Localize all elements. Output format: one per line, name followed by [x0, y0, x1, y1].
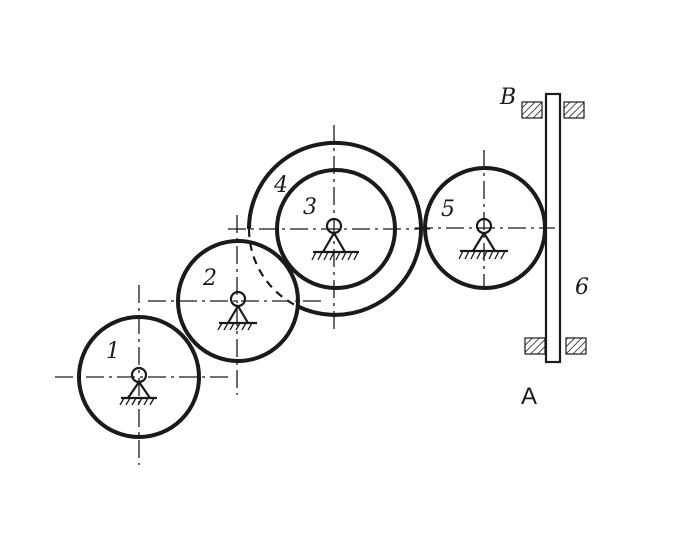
gear-2-pivot-icon [217, 290, 257, 331]
point-a-label: A [521, 383, 537, 410]
rack-6: 6 B A [499, 85, 589, 410]
gear-1-circle [77, 315, 201, 439]
gear-5: 5 [415, 150, 555, 290]
gear-4-circle [247, 140, 423, 317]
rack-bar [544, 92, 562, 364]
gear-3-pivot-icon [311, 217, 359, 261]
gear-2-circle [176, 239, 300, 363]
gear-4-hidden-arc [247, 228, 298, 307]
gear-1-label: 1 [106, 339, 120, 364]
gear-1-pivot-icon [119, 366, 157, 406]
gear-5-pivot-icon [458, 217, 508, 260]
guide-bottom-left-icon [524, 337, 546, 355]
gear-2: 2 [148, 215, 323, 395]
support-b-label: B [499, 85, 516, 110]
rack-label: 6 [575, 275, 589, 300]
guide-top-right-icon [563, 101, 585, 119]
guide-bottom-right-icon [565, 337, 587, 355]
gear-2-label: 2 [202, 266, 217, 291]
guide-top-left-icon [521, 101, 543, 119]
gear-3-label: 3 [303, 195, 317, 220]
gear-5-label: 5 [441, 197, 455, 222]
gear-3-4-compound: 3 4 [228, 125, 430, 330]
gear-3-circle [275, 168, 397, 290]
gear-4-label: 4 [273, 173, 288, 198]
gear-1: 1 [55, 285, 228, 465]
